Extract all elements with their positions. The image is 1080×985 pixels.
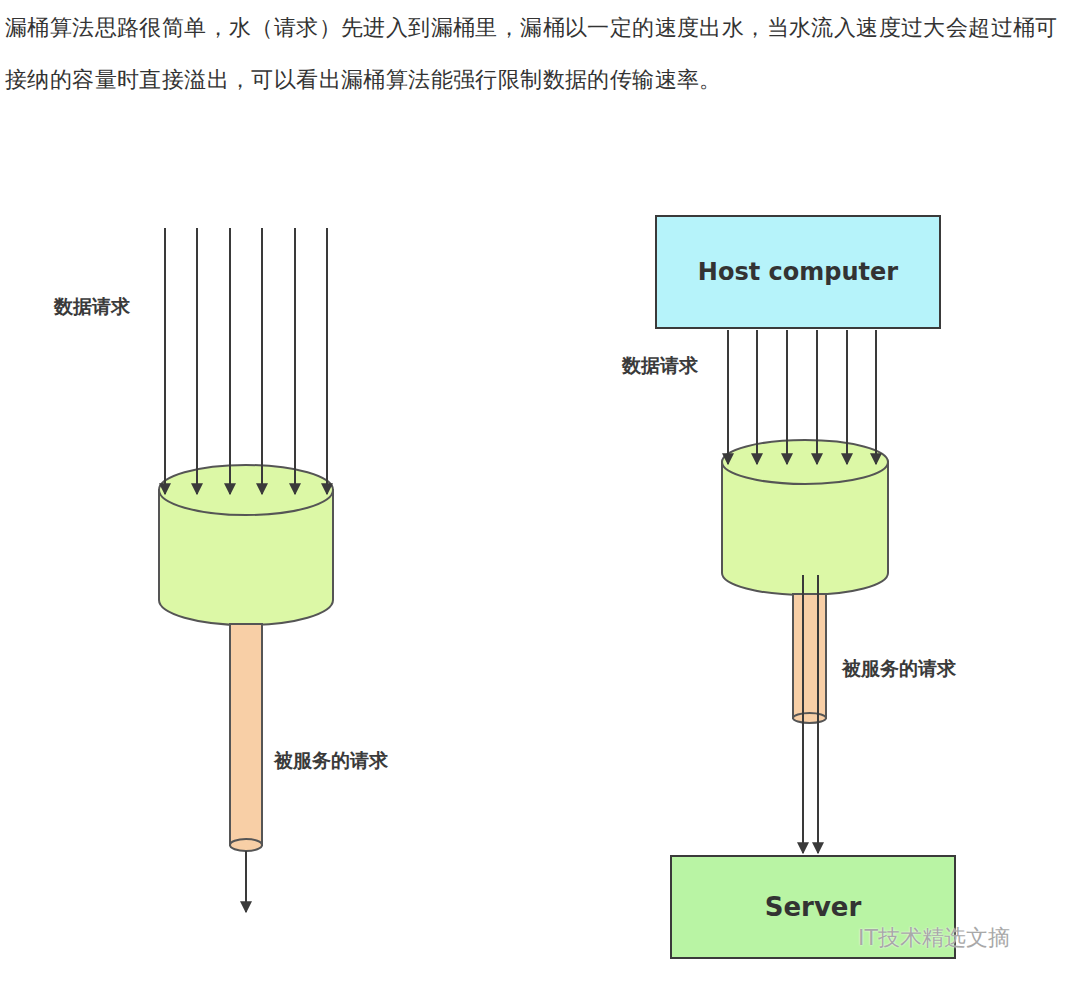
box-title: Host computer	[698, 258, 898, 286]
paragraph-text: 漏桶算法思路很简单，水（请求）先进入到漏桶里，漏桶以一定的速度出水，当水流入速度…	[5, 2, 1077, 106]
process-box: Host computer	[655, 215, 941, 329]
request-arrows	[728, 330, 876, 853]
box-title: Server	[765, 892, 862, 922]
served-label: 被服务的请求	[842, 656, 956, 682]
served-label: 被服务的请求	[274, 748, 388, 774]
right-leaky-bucket	[722, 330, 888, 853]
request-label: 数据请求	[622, 353, 698, 379]
watermark: IT技术精选文摘	[858, 923, 1010, 953]
left-leaky-bucket	[159, 228, 333, 912]
request-label: 数据请求	[54, 294, 130, 320]
request-arrows	[165, 228, 327, 912]
